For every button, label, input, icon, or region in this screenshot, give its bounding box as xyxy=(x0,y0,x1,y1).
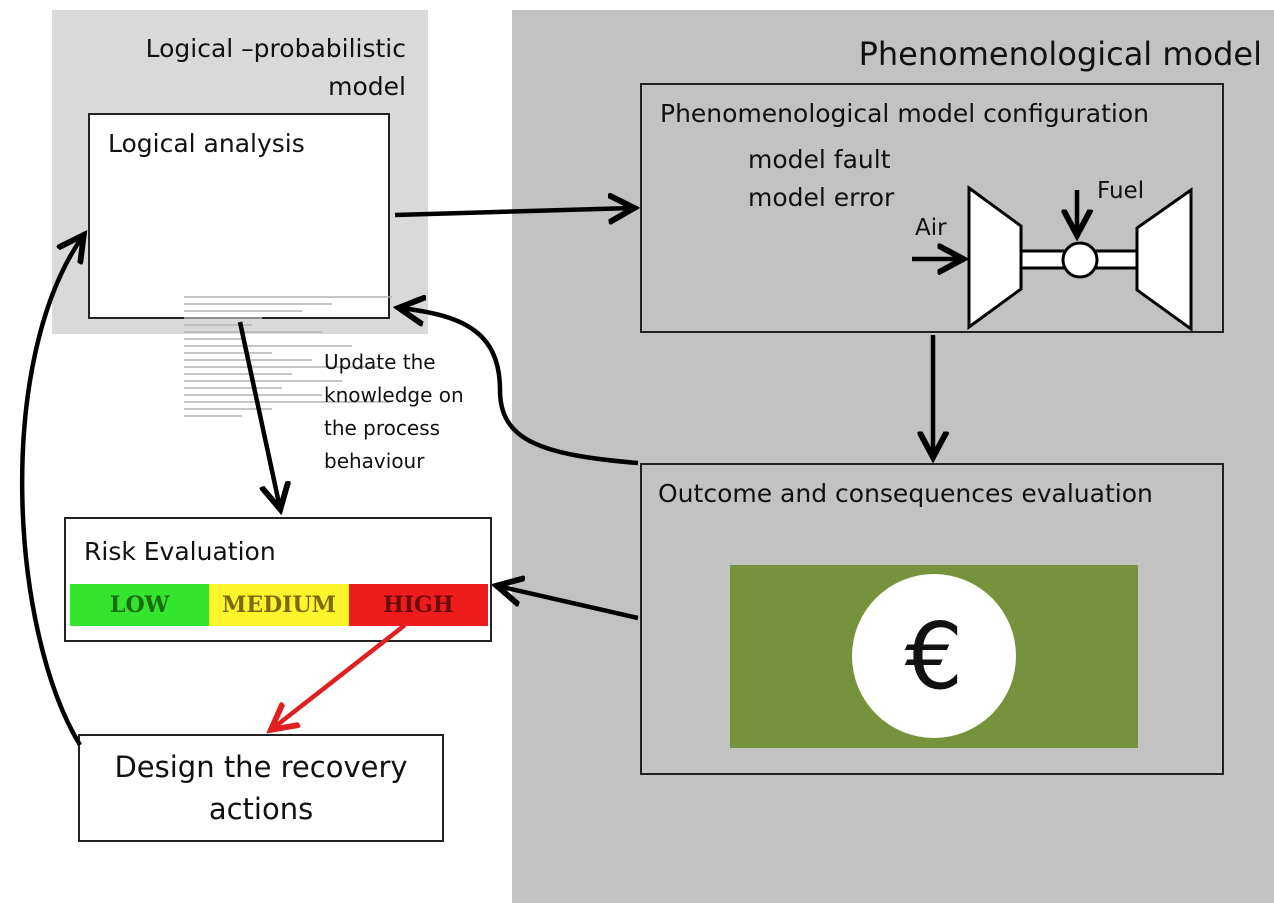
logical-analysis-text-image xyxy=(184,296,392,417)
banknote-icon: € xyxy=(730,565,1138,748)
update-knowledge-note: Update the knowledge on the process beha… xyxy=(324,346,464,478)
risk-evaluation-box: Risk Evaluation LOW MEDIUM HIGH xyxy=(64,517,492,642)
arrow-analysis-to-risk xyxy=(237,321,280,508)
logical-analysis-box: Logical analysis xyxy=(88,113,392,417)
logical-probabilistic-title: Logical –probabilistic model xyxy=(86,30,406,106)
recovery-actions-label: Design the recovery actions xyxy=(114,746,407,830)
update-note-line2: knowledge on xyxy=(324,383,464,407)
gas-turbine-icon xyxy=(967,185,1193,332)
recovery-actions-box: Design the recovery actions xyxy=(78,734,444,842)
model-configuration-box: Phenomenological model configuration mod… xyxy=(640,83,1224,333)
arrow-analysis-to-configuration xyxy=(394,208,633,215)
model-configuration-title: Phenomenological model configuration xyxy=(660,99,1149,128)
update-note-line4: behaviour xyxy=(324,449,425,473)
outcome-evaluation-box: Outcome and consequences evaluation € xyxy=(640,463,1224,775)
arrow-high-risk-to-recovery xyxy=(272,623,407,729)
update-note-line1: Update the xyxy=(324,350,436,374)
air-label: Air xyxy=(915,215,947,241)
euro-symbol: € xyxy=(904,602,964,710)
fuel-label: Fuel xyxy=(1097,178,1145,204)
model-error-item: model error xyxy=(748,183,895,212)
logical-probabilistic-title-line1: Logical –probabilistic xyxy=(145,34,406,63)
recovery-actions-line2: actions xyxy=(208,792,314,826)
risk-level-low: LOW xyxy=(70,584,210,626)
risk-level-high: HIGH xyxy=(348,584,488,626)
model-fault-item: model fault xyxy=(748,145,891,174)
logical-probabilistic-title-line2: model xyxy=(328,72,406,101)
risk-level-bar: LOW MEDIUM HIGH xyxy=(70,584,488,626)
logical-analysis-title: Logical analysis xyxy=(108,129,305,158)
arrow-recovery-to-analysis xyxy=(20,236,83,747)
risk-level-medium: MEDIUM xyxy=(209,584,349,626)
phenomenological-title: Phenomenological model xyxy=(858,35,1262,73)
recovery-actions-line1: Design the recovery xyxy=(114,750,408,784)
risk-evaluation-title: Risk Evaluation xyxy=(84,537,276,566)
outcome-evaluation-title: Outcome and consequences evaluation xyxy=(658,479,1153,508)
euro-coin-icon: € xyxy=(852,574,1016,738)
arrow-outcome-to-risk xyxy=(498,586,639,621)
model-configuration-list: model fault model error xyxy=(748,141,894,217)
arrow-update-knowledge xyxy=(400,308,639,466)
update-note-line3: the process xyxy=(324,416,441,440)
